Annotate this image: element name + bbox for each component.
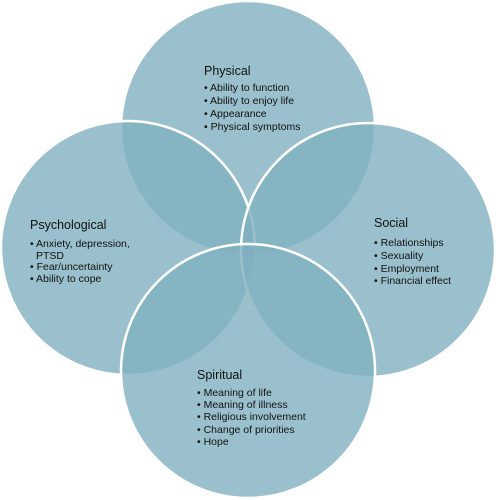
- spiritual-item: • Meaning of life: [197, 387, 272, 399]
- physical-item: • Appearance: [204, 108, 267, 120]
- physical-item: • Physical symptoms: [204, 121, 300, 133]
- social-title: Social: [374, 216, 408, 230]
- physical-item: • Ability to enjoy life: [204, 95, 294, 107]
- social-item: • Employment: [374, 263, 439, 275]
- psychological-title: Psychological: [30, 218, 106, 232]
- spiritual-item: • Religious involvement: [197, 411, 306, 423]
- spiritual-item: • Hope: [197, 436, 229, 448]
- social-item: • Relationships: [374, 237, 444, 249]
- spiritual-group: Spiritual • Meaning of life • Meaning of…: [197, 368, 306, 448]
- physical-item: • Ability to function: [204, 82, 290, 94]
- spiritual-item: • Change of priorities: [197, 424, 295, 436]
- psychological-item: • Ability to cope: [30, 273, 102, 285]
- social-group: Social • Relationships • Sexuality • Emp…: [374, 216, 451, 287]
- spiritual-circle: [119, 242, 377, 500]
- social-item: • Financial effect: [374, 275, 451, 287]
- physical-title: Physical: [204, 64, 251, 78]
- spiritual-title: Spiritual: [197, 368, 242, 382]
- psychological-item: • Fear/uncertainty: [30, 261, 113, 273]
- physical-group: Physical • Ability to function • Ability…: [204, 64, 300, 133]
- social-item: • Sexuality: [374, 250, 424, 262]
- psychological-item: • Anxiety, depression,: [30, 238, 130, 250]
- psychological-item: PTSD: [36, 250, 64, 262]
- psychological-group: Psychological • Anxiety, depression, PTS…: [30, 218, 130, 285]
- spiritual-item: • Meaning of illness: [197, 399, 288, 411]
